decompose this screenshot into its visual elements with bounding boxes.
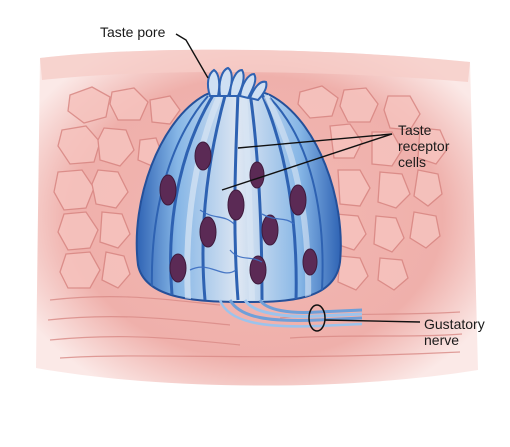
taste-pore-label: Taste pore <box>100 24 165 40</box>
taste-pore-text: Taste pore <box>100 24 166 40</box>
cell-nuclei <box>159 141 318 285</box>
nerve-highlight-circle <box>308 304 326 332</box>
leader-line-gustatory-nerve <box>324 319 421 323</box>
gustatory-nerve-label: Gustatory nerve <box>424 316 485 348</box>
taste-receptor-cells-line-2: receptor <box>398 138 450 154</box>
gustatory-nerve-line-1: Gustatory <box>424 316 485 332</box>
leader-line-receptor-1 <box>237 133 393 149</box>
taste-receptor-cells-line-3: cells <box>398 154 427 170</box>
gustatory-nerve-line-2: nerve <box>424 332 460 348</box>
leader-line-receptor-2 <box>221 133 393 191</box>
microvilli <box>206 66 268 102</box>
taste-receptor-cells <box>150 91 324 301</box>
leader-lines <box>175 33 421 323</box>
taste-receptor-cells-line-1: Taste <box>398 122 432 138</box>
taste-receptor-cells-label: Taste receptor cells <box>398 122 449 170</box>
leader-line-taste-pore <box>175 33 209 79</box>
gustatory-nerve <box>218 299 363 332</box>
